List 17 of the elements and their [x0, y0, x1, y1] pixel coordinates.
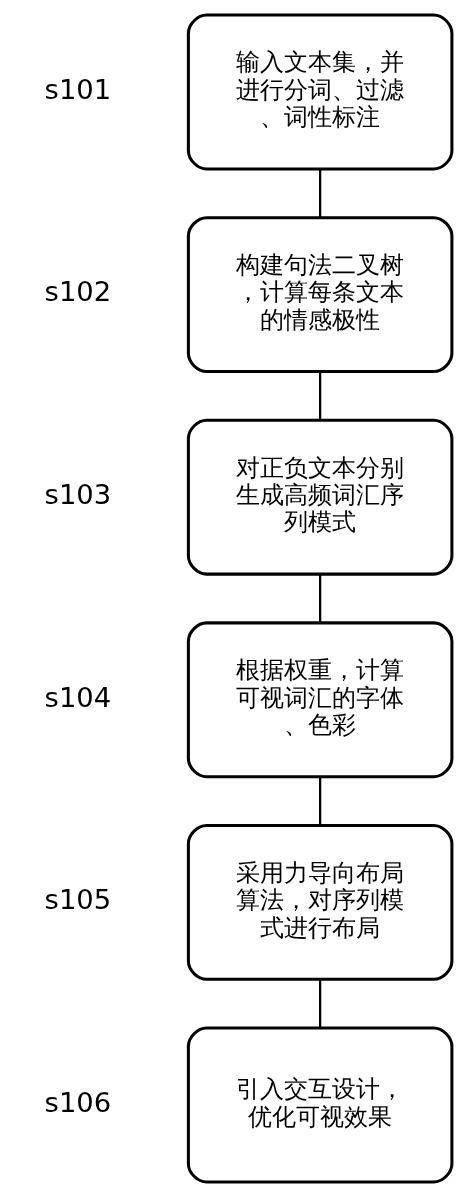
connector — [318, 574, 321, 623]
node-label: s104 — [44, 681, 111, 713]
connector — [318, 371, 321, 421]
node-label: s102 — [44, 276, 111, 308]
node-box: 根据权重，计算可视词汇的字体、色彩 — [186, 621, 453, 779]
node-label: s105 — [44, 884, 111, 916]
connector — [318, 168, 321, 218]
node-label: s101 — [44, 73, 111, 105]
node-label: s106 — [44, 1086, 111, 1118]
node-box: 构建句法二叉树，计算每条文本的情感极性 — [186, 216, 453, 374]
node-box: 引入交互设计，优化可视效果 — [186, 1026, 453, 1184]
node-box: 对正负文本分别生成高频词汇序列模式 — [186, 418, 453, 576]
connector — [318, 776, 321, 826]
node-label: s103 — [44, 478, 111, 510]
node-box: 输入文本集，并进行分词、过滤、词性标注 — [186, 13, 453, 171]
node-box: 采用力导向布局算法，对序列模式进行布局 — [186, 823, 453, 981]
connector — [318, 979, 321, 1028]
